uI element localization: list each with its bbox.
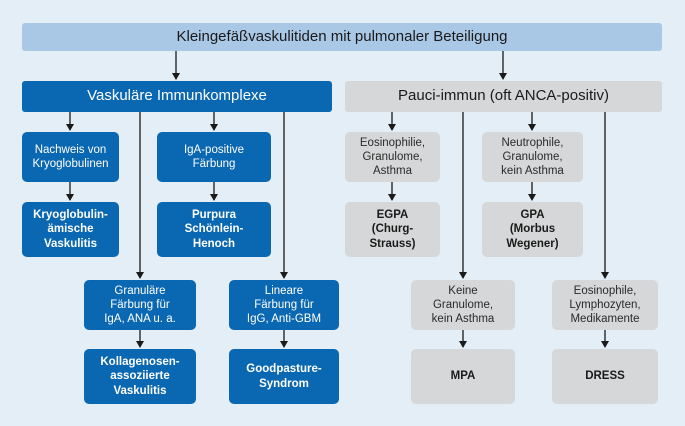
finding-kryoglobuline: Nachweis von Kryoglobulinen [22,132,119,182]
diagram-title: Kleingefäßvaskulitiden mit pulmonaler Be… [22,23,662,51]
finding-keine-granulome: Keine Granulome, kein Asthma [411,280,515,330]
finding-eosinophile-medikamente: Eosinophile, Lymphozyten, Medikamente [552,280,658,330]
diagnosis-egpa: EGPA (Churg- Strauss) [345,202,440,257]
finding-eosinophilie-asthma: Eosinophilie, Granulome, Asthma [345,132,440,182]
finding-neutrophile-kein-asthma: Neutrophile, Granulome, kein Asthma [482,132,583,182]
branch-pauci-immune: Pauci-immun (oft ANCA-positiv) [345,81,662,112]
finding-iga-positive: IgA-positive Färbung [157,132,271,182]
diagnosis-gpa: GPA (Morbus Wegener) [482,202,583,257]
finding-lineare-faerbung: Lineare Färbung für IgG, Anti-GBM [229,280,339,330]
diagnosis-purpura-schoenlein-henoch: Purpura Schönlein- Henoch [157,202,271,257]
diagnosis-mpa: MPA [411,349,515,404]
diagnosis-dress: DRESS [552,349,658,404]
diagnosis-kryoglobulinaemische-vaskulitis: Kryoglobulin- ämische Vaskulitis [22,202,119,257]
diagnosis-kollagenosen-vaskulitis: Kollagenosen- assoziierte Vaskulitis [84,349,196,404]
finding-granulaere-faerbung: Granuläre Färbung für IgA, ANA u. a. [84,280,196,330]
diagnosis-goodpasture-syndrom: Goodpasture- Syndrom [229,349,339,404]
branch-immune-complex: Vaskuläre Immunkomplexe [22,81,332,112]
